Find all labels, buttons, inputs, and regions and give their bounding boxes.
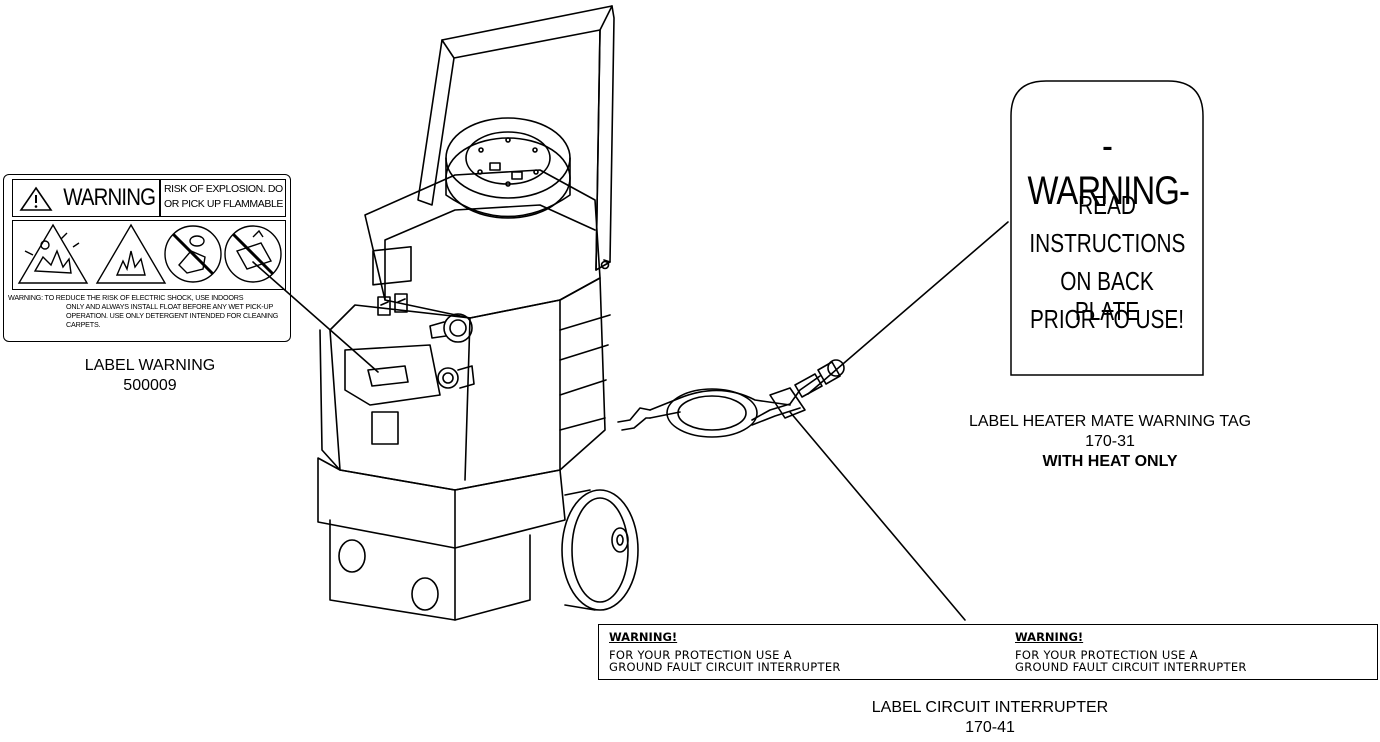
tag-line-2: INSTRUCTIONS <box>1029 228 1186 258</box>
warning-label-caption: LABEL WARNING 500009 <box>84 357 216 394</box>
body-front <box>329 299 561 491</box>
electric-shock-warning-text: WARNING: TO REDUCE THE RISK OF ELECTRIC … <box>8 293 279 329</box>
heat-only-note: WITH HEAT ONLY <box>1042 453 1178 470</box>
ci-right-block: WARNING! FOR YOUR PROTECTION USE A GROUN… <box>1015 630 1247 674</box>
warning-title: WARNING <box>63 184 156 211</box>
explosion-warning-label: WARNING RISK OF EXPLOSION. DO NOT USE OR… <box>3 174 291 342</box>
circuit-interrupter-label: WARNING! FOR YOUR PROTECTION USE A GROUN… <box>598 624 1378 680</box>
tank-lid <box>364 169 601 319</box>
leader-tag <box>807 221 1009 395</box>
handle-frame <box>417 5 615 271</box>
tag-line-3: ON BACK PLATE <box>1060 266 1154 326</box>
explosion-icon <box>17 223 89 284</box>
base <box>317 457 566 549</box>
leader-circuit <box>789 411 966 621</box>
ci-left-block: WARNING! FOR YOUR PROTECTION USE A GROUN… <box>609 630 841 674</box>
tag-line-4: PRIOR TO USE! <box>1029 304 1185 334</box>
pictogram-row <box>12 220 286 290</box>
warning-title-box: WARNING <box>12 179 160 217</box>
no-flammable-icon <box>224 225 282 283</box>
circuit-label-caption: LABEL CIRCUIT INTERRUPTER 170-41 <box>871 699 1109 736</box>
tag-line-1: READ <box>1078 190 1136 220</box>
flammable-icon <box>95 223 167 284</box>
tag-title: -WARNING- <box>1027 124 1190 213</box>
warning-triangle-icon <box>19 186 53 211</box>
leader-warning <box>252 261 379 373</box>
rear-wheel <box>561 489 639 611</box>
hose <box>649 389 791 419</box>
explosion-risk-text: RISK OF EXPLOSION. DO NOT USE OR PICK UP… <box>160 179 286 217</box>
warning-tag-caption: LABEL HEATER MATE WARNING TAG 170-31 WIT… <box>968 413 1252 470</box>
warning-tag-outline <box>1010 80 1204 376</box>
no-pickup-icon <box>164 225 222 283</box>
